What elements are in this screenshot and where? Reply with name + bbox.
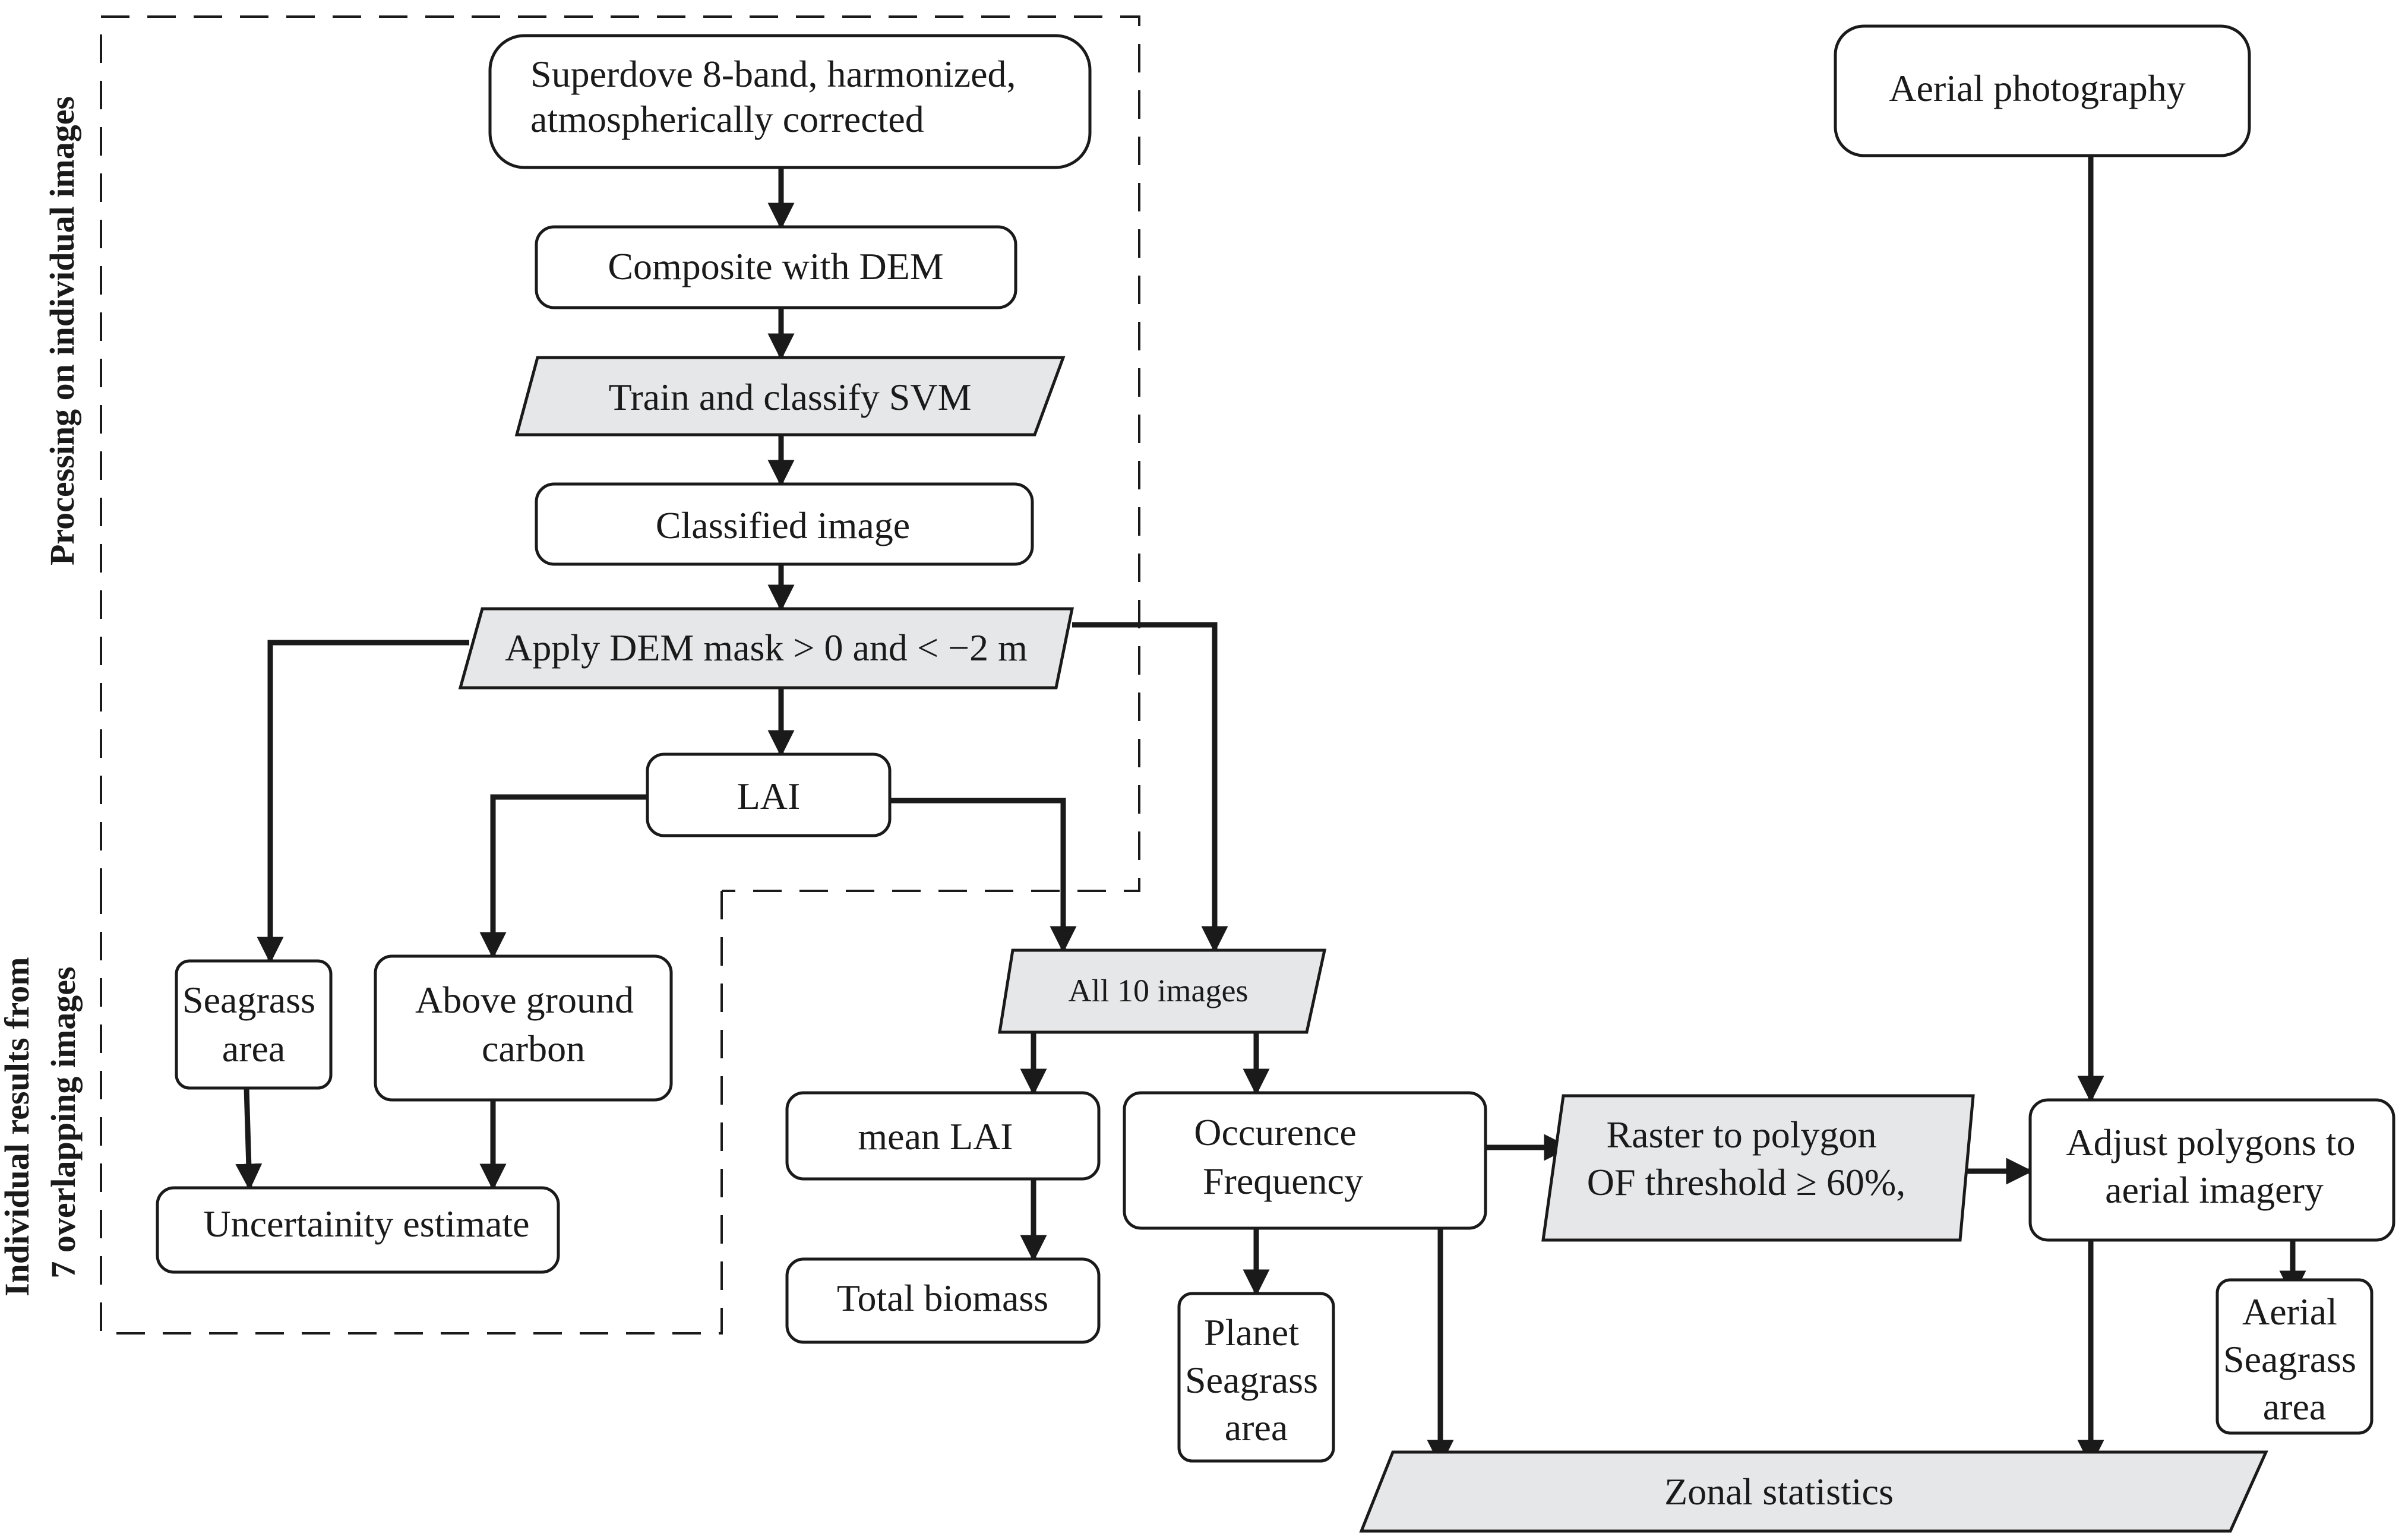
node-seagrass-area: Seagrass area bbox=[175, 959, 333, 1090]
svg-text:LAI: LAI bbox=[737, 775, 801, 817]
node-lai: LAI bbox=[646, 752, 892, 837]
node-zonal-statistics: Zonal statistics bbox=[1359, 1450, 2268, 1533]
svg-text:Zonal statistics: Zonal statistics bbox=[1664, 1471, 1894, 1513]
svg-text:Occurence Frequency: Occurence Frequency bbox=[1194, 1111, 1366, 1202]
svg-text:Raster to polygon OF thr: Raster to polygon OF threshold ≥ 60%, bbox=[1587, 1114, 1905, 1203]
node-superdove: Superdove 8-band, harmonized, atmospheri… bbox=[488, 34, 1092, 169]
node-mean-lai: mean LAI bbox=[785, 1091, 1101, 1181]
node-occurrence-frequency: Occurence Frequency bbox=[1123, 1091, 1487, 1230]
svg-text:Seagrass area: Seagrass area bbox=[182, 979, 325, 1070]
svg-text:Classified image: Classified image bbox=[656, 504, 910, 546]
individual-results-region-border bbox=[100, 891, 723, 1335]
svg-text:Aerial photography: Aerial photography bbox=[1889, 67, 2185, 109]
svg-text:Uncertainity estimate: Uncertainity estimate bbox=[203, 1203, 529, 1245]
node-aerial-photography: Aerial photography bbox=[1834, 24, 2251, 157]
svg-text:Total biomass: Total biomass bbox=[837, 1277, 1048, 1319]
node-train-classify-svm: Train and classify SVM bbox=[514, 356, 1066, 437]
edge-lai-agc bbox=[479, 794, 647, 959]
edge-seagrass-uncertainty bbox=[235, 1087, 263, 1191]
node-total-biomass: Total biomass bbox=[785, 1257, 1101, 1344]
node-above-ground-carbon: Above ground carbon bbox=[374, 954, 673, 1102]
node-raster-to-polygon: Raster to polygon OF threshold ≥ 60%, bbox=[1541, 1094, 1975, 1242]
edges bbox=[235, 156, 2306, 1467]
svg-text:All 10 images: All 10 images bbox=[1069, 973, 1249, 1008]
node-adjust-polygons: Adjust polygons to aerial imagery bbox=[2028, 1098, 2395, 1242]
processing-region-border bbox=[100, 15, 1140, 897]
edge-demmask-all10 bbox=[1072, 622, 1228, 953]
edge-demmask-seagrass-area bbox=[257, 640, 469, 964]
node-aerial-seagrass-area: Aerial Seagrass area bbox=[2215, 1278, 2373, 1435]
node-composite-with-dem: Composite with DEM bbox=[535, 225, 1017, 309]
svg-text:Apply DEM mask > 0 and < −2 m: Apply DEM mask > 0 and < −2 m bbox=[505, 627, 1028, 669]
node-uncertainty-estimate: Uncertainity estimate bbox=[156, 1186, 560, 1274]
svg-text:Above ground carbon: Above ground carbon bbox=[415, 979, 643, 1070]
svg-text:Adjust polygons to aeria: Adjust polygons to aerial imagery bbox=[2066, 1121, 2365, 1211]
svg-text:mean LAI: mean LAI bbox=[858, 1115, 1013, 1158]
node-classified-image: Classified image bbox=[535, 482, 1034, 566]
node-apply-dem-mask: Apply DEM mask > 0 and < −2 m bbox=[458, 607, 1074, 690]
node-planet-seagrass-area: Planet Seagrass area bbox=[1177, 1292, 1335, 1463]
svg-text:Superdove 8-band, harmonized,: Superdove 8-band, harmonized, atmospheri… bbox=[530, 53, 1026, 140]
svg-text:Composite with DEM: Composite with DEM bbox=[608, 245, 943, 287]
svg-text:Planet Seagrass ar: Planet Seagrass area bbox=[1185, 1311, 1328, 1449]
svg-text:Train and classify SVM: Train and classify SVM bbox=[609, 376, 972, 418]
svg-text:Aerial Seagrass ar: Aerial Seagrass area bbox=[2223, 1291, 2366, 1428]
node-all-10-images: All 10 images bbox=[998, 948, 1327, 1034]
edge-lai-all10 bbox=[891, 798, 1077, 953]
individual-results-region-label: Individual results from 7 overlapping im… bbox=[0, 948, 83, 1296]
processing-region-label: Processing on individual images bbox=[43, 96, 81, 565]
